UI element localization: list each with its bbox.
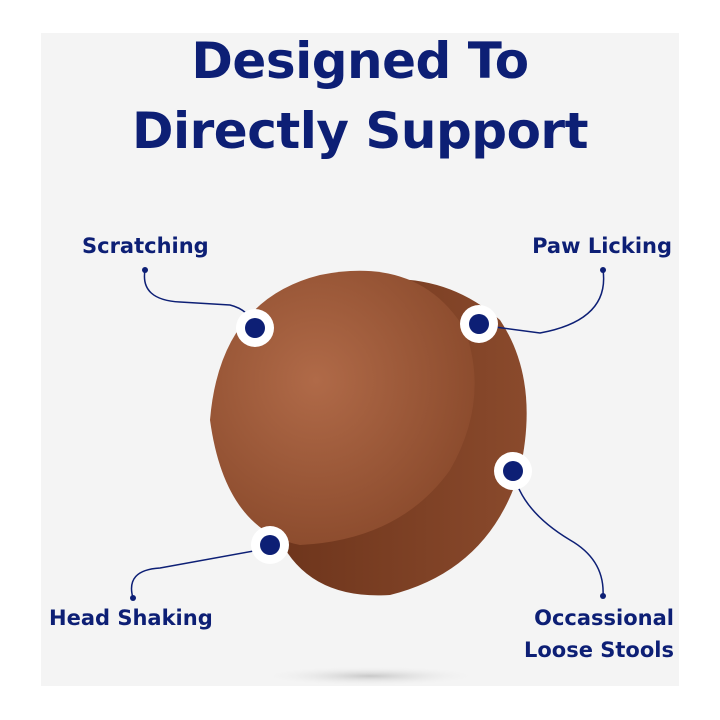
chew-top — [210, 270, 475, 545]
headline-line-1: Designed To — [191, 32, 529, 90]
callout-line-loose-stools — [512, 469, 604, 597]
callout-line-paw-licking — [479, 269, 605, 334]
callout-loose-stools-line-1: Occassional — [534, 606, 674, 630]
callout-paw-licking: Paw Licking — [532, 234, 672, 258]
callout-markers — [236, 305, 532, 564]
headline-line-2: Directly Support — [132, 102, 589, 160]
callout-loose-stools: Occassional Loose Stools — [524, 602, 674, 666]
callout-loose-stools-line-2: Loose Stools — [523, 638, 674, 662]
product-shadow — [260, 666, 480, 686]
callout-line-head-shaking — [130, 547, 271, 599]
callout-scratching: Scratching — [82, 234, 209, 258]
callout-head-shaking: Head Shaking — [49, 606, 213, 630]
